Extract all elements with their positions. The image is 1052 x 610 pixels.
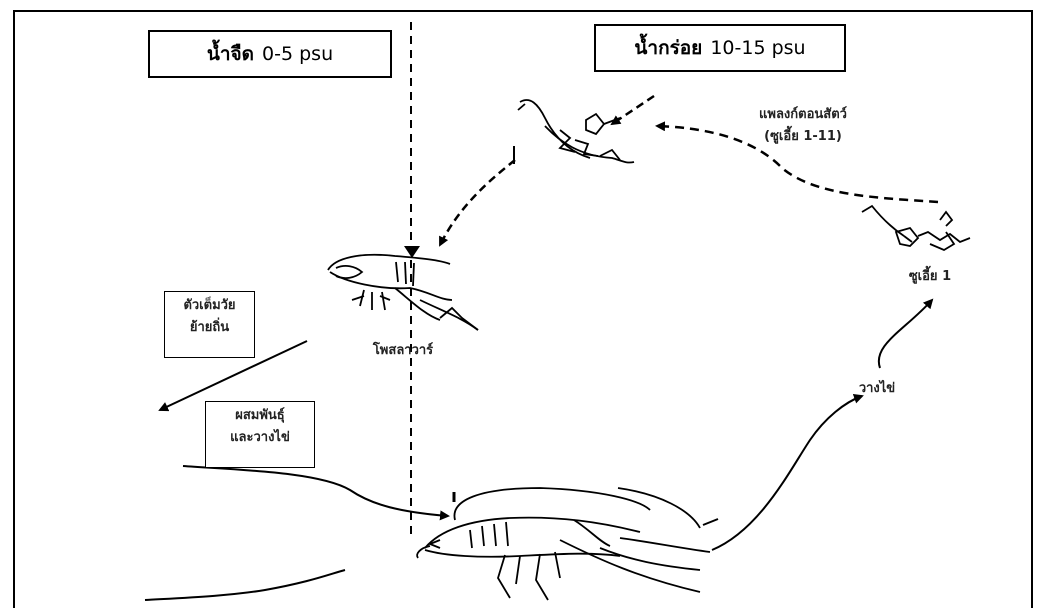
- bottom-habitat-curve: [145, 570, 345, 600]
- zoea1-larva-icon: [862, 206, 970, 250]
- adult-shrimp-icon: [417, 488, 710, 600]
- brackish-name: น้ำกร่อย: [634, 33, 702, 63]
- adult-migration-box: ตัวเต็มวัย ย้ายถิ่น: [164, 291, 255, 358]
- plankton-label: แพลงก์ตอนสัตว์ (ซูเอี้ย 1-11): [718, 106, 888, 146]
- dashed-arrow-zoea-to-postlarvae: [440, 160, 515, 245]
- zoea-larva-icon: [514, 100, 634, 164]
- breeding-line2: และวางไข่: [206, 427, 314, 449]
- adult-migration-line2: ย้ายถิ่น: [165, 317, 254, 339]
- arrow-breeding-to-adult: [183, 466, 448, 516]
- brackish-header: น้ำกร่อย 10-15 psu: [594, 24, 846, 72]
- freshwater-name: น้ำจืด: [207, 39, 254, 69]
- freshwater-header: น้ำจืด 0-5 psu: [148, 30, 392, 78]
- freshwater-range: 0-5 psu: [262, 43, 333, 65]
- breeding-line1: ผสมพันธุ์: [206, 405, 314, 427]
- spawning-label: วางไข่: [842, 380, 912, 398]
- postlarvae-label: โพสลาวาร์: [348, 342, 458, 360]
- postlarva-shrimp-icon: [328, 255, 478, 330]
- plankton-label-line2: (ซูเอี้ย 1-11): [718, 128, 888, 146]
- breeding-box: ผสมพันธุ์ และวางไข่: [205, 401, 315, 468]
- brackish-range: 10-15 psu: [710, 37, 805, 59]
- short-dash: [703, 519, 718, 525]
- zoea1-label: ซูเอี้ย 1: [890, 268, 970, 286]
- dashed-arrow-into-zoea: [612, 96, 654, 124]
- adult-migration-line1: ตัวเต็มวัย: [165, 295, 254, 317]
- arrow-spawning-to-zoea1: [879, 300, 932, 368]
- arrow-adult-to-spawning: [712, 396, 862, 550]
- plankton-label-line1: แพลงก์ตอนสัตว์: [718, 106, 888, 124]
